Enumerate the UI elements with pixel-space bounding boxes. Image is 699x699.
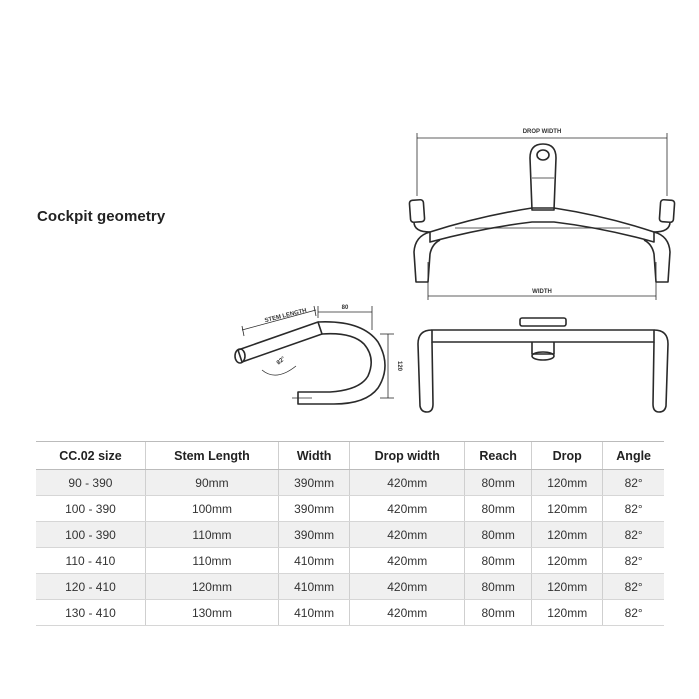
header-stem-length: Stem Length bbox=[144, 441, 279, 470]
cell-drop: 120mm bbox=[531, 573, 603, 600]
cell-reach: 80mm bbox=[464, 547, 532, 574]
cell-stem-length: 100mm bbox=[144, 495, 279, 522]
cell-width: 410mm bbox=[278, 573, 350, 600]
table-row: 100 - 390 110mm 390mm 420mm 80mm 120mm 8… bbox=[36, 521, 664, 548]
table-row: 100 - 390 100mm 390mm 420mm 80mm 120mm 8… bbox=[36, 495, 664, 522]
cell-angle: 82° bbox=[602, 495, 664, 522]
header-width: Width bbox=[278, 441, 350, 470]
cell-width: 410mm bbox=[278, 599, 350, 626]
cell-size: 90 - 390 bbox=[36, 469, 146, 496]
table-row: 90 - 390 90mm 390mm 420mm 80mm 120mm 82° bbox=[36, 469, 664, 496]
reach-label: 80 bbox=[342, 305, 349, 311]
table-row: 130 - 410 130mm 410mm 420mm 80mm 120mm 8… bbox=[36, 599, 664, 626]
header-angle: Angle bbox=[602, 441, 664, 470]
cell-drop-width: 420mm bbox=[349, 469, 465, 496]
cell-drop-width: 420mm bbox=[349, 573, 465, 600]
header-reach: Reach bbox=[464, 441, 532, 470]
table-row: 120 - 410 120mm 410mm 420mm 80mm 120mm 8… bbox=[36, 573, 664, 600]
cell-reach: 80mm bbox=[464, 469, 532, 496]
side-view-dimensions bbox=[241, 305, 394, 399]
cell-reach: 80mm bbox=[464, 573, 532, 600]
geometry-table: CC.02 size Stem Length Width Drop width … bbox=[36, 441, 664, 626]
cell-width: 390mm bbox=[278, 521, 350, 548]
cell-size: 120 - 410 bbox=[36, 573, 146, 600]
cell-drop-width: 420mm bbox=[349, 495, 465, 522]
cell-drop: 120mm bbox=[531, 521, 603, 548]
cell-angle: 82° bbox=[602, 573, 664, 600]
cell-reach: 80mm bbox=[464, 495, 532, 522]
table-row: 110 - 410 110mm 410mm 420mm 80mm 120mm 8… bbox=[36, 547, 664, 574]
cell-stem-length: 110mm bbox=[144, 547, 279, 574]
cell-width: 390mm bbox=[278, 469, 350, 496]
cell-stem-length: 130mm bbox=[144, 599, 279, 626]
front-view-handlebar bbox=[408, 133, 676, 300]
cell-drop: 120mm bbox=[531, 469, 603, 496]
drop-width-label: DROP WIDTH bbox=[523, 129, 562, 135]
cell-reach: 80mm bbox=[464, 599, 532, 626]
header-drop-width: Drop width bbox=[349, 441, 465, 470]
cell-size: 100 - 390 bbox=[36, 495, 146, 522]
cell-stem-length: 90mm bbox=[144, 469, 279, 496]
cell-width: 410mm bbox=[278, 547, 350, 574]
cell-drop: 120mm bbox=[531, 495, 603, 522]
page-title: Cockpit geometry bbox=[37, 208, 166, 225]
top-view-handlebar bbox=[417, 317, 669, 413]
angle-label: 82° bbox=[276, 356, 287, 367]
header-cc02-size: CC.02 size bbox=[36, 441, 146, 470]
cell-drop-width: 420mm bbox=[349, 599, 465, 626]
cell-angle: 82° bbox=[602, 547, 664, 574]
cell-angle: 82° bbox=[602, 599, 664, 626]
cell-drop-width: 420mm bbox=[349, 547, 465, 574]
cell-width: 390mm bbox=[278, 495, 350, 522]
width-label: WIDTH bbox=[532, 289, 552, 295]
side-view-handlebar bbox=[234, 321, 386, 405]
stem-length-label: STEM LENGTH bbox=[264, 308, 307, 324]
drop-label: 120 bbox=[396, 361, 402, 372]
cell-stem-length: 110mm bbox=[144, 521, 279, 548]
cell-size: 100 - 390 bbox=[36, 521, 146, 548]
table-header-row: CC.02 size Stem Length Width Drop width … bbox=[36, 441, 664, 470]
cell-size: 110 - 410 bbox=[36, 547, 146, 574]
cell-size: 130 - 410 bbox=[36, 599, 146, 626]
cell-angle: 82° bbox=[602, 469, 664, 496]
header-drop: Drop bbox=[531, 441, 603, 470]
cell-stem-length: 120mm bbox=[144, 573, 279, 600]
cell-drop: 120mm bbox=[531, 547, 603, 574]
cell-reach: 80mm bbox=[464, 521, 532, 548]
cell-drop-width: 420mm bbox=[349, 521, 465, 548]
cell-angle: 82° bbox=[602, 521, 664, 548]
cell-drop: 120mm bbox=[531, 599, 603, 626]
